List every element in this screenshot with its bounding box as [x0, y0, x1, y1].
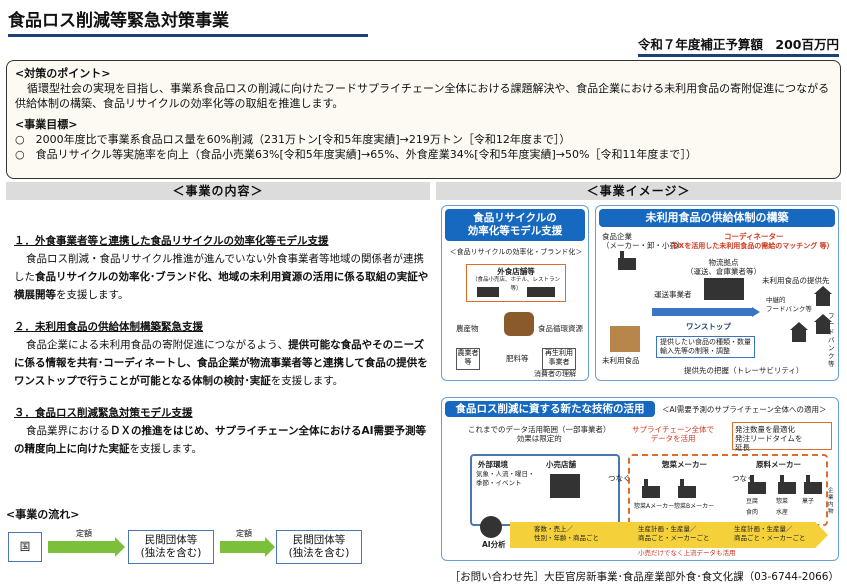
- fertilizer-label: 肥料等: [506, 354, 529, 363]
- material-4: 食肉: [746, 509, 759, 516]
- outline-box: <対策のポイント> 循環型社会の実現を目指し、事業系食品ロスの削減に向けたフード…: [6, 60, 841, 179]
- vegetable-icon: [504, 312, 534, 336]
- daily-maker-label: 惣菜メーカー: [662, 460, 707, 469]
- flow-arrow-1: [48, 537, 125, 557]
- content-header: ＜事業の内容＞: [6, 182, 430, 200]
- budget-amount: 令和７年度補正予算額 200百万円: [637, 34, 839, 57]
- onestop-arrow-icon: [752, 307, 760, 317]
- factory-b-label: 惣菜Bメーカー: [674, 503, 715, 510]
- goal-1: ○ 2000年度比で事業系食品ロス量を60%削減（231万トン[令和5年度実績]…: [15, 133, 571, 146]
- restaurant-box: 外食店舗等 （食品小売店、ホテル、レストラン 等）: [466, 264, 566, 302]
- external-label: 外部環境: [478, 460, 508, 469]
- restaurant-note: （食品小売店、ホテル、レストラン 等）: [471, 277, 560, 292]
- flow-org-2: 民間団体等 (独法を含む): [276, 530, 362, 564]
- factory-icon-a: [642, 479, 660, 498]
- trace-label: 提供先の把握（トレーサビリティ）: [684, 366, 804, 375]
- points-title: <対策のポイント>: [15, 67, 111, 80]
- recycled-label: 食品循環資源: [538, 324, 583, 333]
- transport-label: 運送事業者: [654, 290, 692, 299]
- page-title: 食品ロス削減等緊急対策事業: [8, 6, 368, 37]
- item-1-body: 食品ロス削減・食品リサイクル推進が進んでいない外食事業者等地域の関係者が連携した…: [14, 253, 429, 301]
- unused-label: 未利用食品: [602, 356, 640, 365]
- store-label: 小売店舗: [546, 460, 576, 469]
- factory-a-label: 惣菜Aメーカー: [634, 503, 675, 510]
- range-label: これまでのデータ活用範囲（一部事業者） 効果は限定的: [468, 425, 611, 443]
- supply-header: 未利用食品の供給体制の構築: [599, 209, 835, 227]
- image-header: ＜事業イメージ＞: [436, 182, 841, 200]
- factory-icon: [618, 251, 636, 270]
- benefit-box: 発注数量を最適化 発注リードタイムを 延長: [732, 422, 832, 452]
- item-2-body: 食品企業による未利用食品の寄附促進につながるよう、提供可能な食品やそのニーズに係…: [14, 339, 428, 387]
- material-2: 惣菜: [776, 498, 789, 505]
- data-arrow: [510, 522, 828, 548]
- item-1-title: １．外食事業者等と連携した食品リサイクルの効率化等モデル支援: [14, 235, 329, 247]
- upstream-note: 小売だけでなく上流データも活用: [638, 549, 736, 557]
- material-3: 菓子: [802, 498, 815, 505]
- ai-label: AI分析: [482, 540, 506, 549]
- coordinator-note: （DXを活用した未利用食品の需給のマッチング 等）: [666, 242, 834, 250]
- benefit-1: 発注数量を最適化: [735, 425, 795, 434]
- benefit-2: 発注リードタイムを 延長: [735, 434, 803, 452]
- farmer-label: 農産物: [456, 324, 479, 333]
- ai-head-icon: [480, 516, 502, 538]
- material-6: 企業内物: [828, 488, 834, 515]
- factory-icon-b: [678, 479, 696, 498]
- sales-label: 客数・売上／ 性別・年齢・商品ごと: [534, 525, 599, 542]
- flow-org-1: 民間団体等 (独法を含む): [128, 530, 214, 564]
- recycle-panel: 食品リサイクルの 効率化等モデル支援 ＜食品リサイクルの効率化・ブランド化＞ 外…: [441, 205, 589, 381]
- consumer-label: 消費者の理解: [534, 370, 576, 378]
- restaurant-icon: [477, 287, 499, 297]
- material-1: 豆腐: [746, 498, 759, 505]
- supply-panel: 未利用食品の供給体制の構築 食品企業 （メーカー・卸・小売） コーディネーター …: [595, 205, 839, 381]
- item-3-title: ３．食品ロス削減緊急対策モデル支援: [14, 407, 193, 419]
- house-icon-3: [790, 322, 808, 342]
- restaurant-label: 外食店舗等: [497, 267, 535, 276]
- house-icon-2: [814, 314, 832, 334]
- flow-arrow-2: [220, 537, 275, 557]
- tech-panel: 食品ロス削減に資する新たな技術の活用 ＜AI需要予測のサプライチェーン全体への適…: [441, 397, 839, 561]
- producer-tag: 農業者 等: [456, 348, 480, 370]
- raw-maker-label: 原料メーカー: [756, 460, 801, 469]
- item-3-body: 食品業界におけるＤＸの推進をはじめ、サプライチェーン全体におけるAI需要予測等の…: [14, 425, 427, 455]
- intermediate-label: 中継的 フードバンク等: [766, 296, 812, 313]
- flow-label: <事業の流れ>: [6, 508, 80, 521]
- onestop-bar: [652, 308, 752, 316]
- recycler-tag: 再生利用 事業者: [542, 348, 576, 370]
- boxes-icon: [610, 326, 640, 352]
- logistics-label: 物流拠点 （運送、倉庫業者等）: [686, 258, 761, 276]
- plan-2-label: 生産計画・生産量／ 商品ごと・メーカーごと: [734, 525, 806, 542]
- recycle-sub: ＜食品リサイクルの効率化・ブランド化＞: [449, 248, 583, 256]
- onestop-label: ワンストップ: [686, 322, 731, 331]
- foodbank-label: フードバンク等: [828, 312, 835, 368]
- people-icon: [527, 287, 555, 297]
- flow-arrow-2-label: 定額: [236, 529, 252, 538]
- supplychain-label: サプライチェーン全体で データを活用: [632, 425, 715, 443]
- recipient-label: 未利用食品の提供先: [762, 276, 830, 285]
- store-icon: [550, 474, 580, 498]
- flow-arrow-1-label: 定額: [76, 529, 92, 538]
- factory-icon-d: [778, 475, 796, 494]
- factory-icon-c: [748, 475, 766, 494]
- factory-icon-e: [804, 475, 822, 494]
- tech-sub: ＜AI需要予測のサプライチェーン全体への適用＞: [662, 405, 827, 414]
- item-2-title: ２．未利用食品の供給体制構築緊急支援: [14, 321, 203, 333]
- coordinator-label: コーディネーター: [724, 232, 784, 241]
- plan-1-label: 生産計画・生産量／ 商品ごと・メーカーごと: [638, 525, 710, 542]
- content-list: １．外食事業者等と連携した食品リサイクルの効率化等モデル支援 食品ロス削減・食品…: [14, 232, 434, 458]
- tsunagu-2: つなぐ: [732, 474, 755, 483]
- points-text: 循環型社会の実現を目指し、事業系食品ロスの削減に向けたフードサプライチェーン全体…: [15, 82, 830, 110]
- house-icon-1: [814, 286, 832, 306]
- external-note: 気象・人流・曜日・ 季節・イベント: [476, 470, 535, 487]
- goal-2: ○ 食品リサイクル等実施率を向上（食品小売業63%[令和5年度実績]→65%、外…: [15, 148, 697, 161]
- recycle-header: 食品リサイクルの 効率化等モデル支援: [445, 209, 585, 241]
- info-label: 提供したい食品の種類・数量 輸入先等の制限・調整: [656, 336, 755, 358]
- flow-country: 国: [8, 532, 42, 562]
- company-label: 食品企業 （メーカー・卸・小売）: [602, 232, 685, 250]
- tech-header: 食品ロス削減に資する新たな技術の活用: [445, 401, 655, 417]
- contact-footer: ［お問い合わせ先］大臣官房新事業･食品産業部外食･食文化課（03-6744-20…: [449, 571, 839, 583]
- material-5: 水産: [776, 509, 789, 516]
- warehouse-icon: [704, 278, 744, 300]
- goals-title: <事業目標>: [15, 118, 78, 131]
- tsunagu-1: つなぐ: [608, 474, 631, 483]
